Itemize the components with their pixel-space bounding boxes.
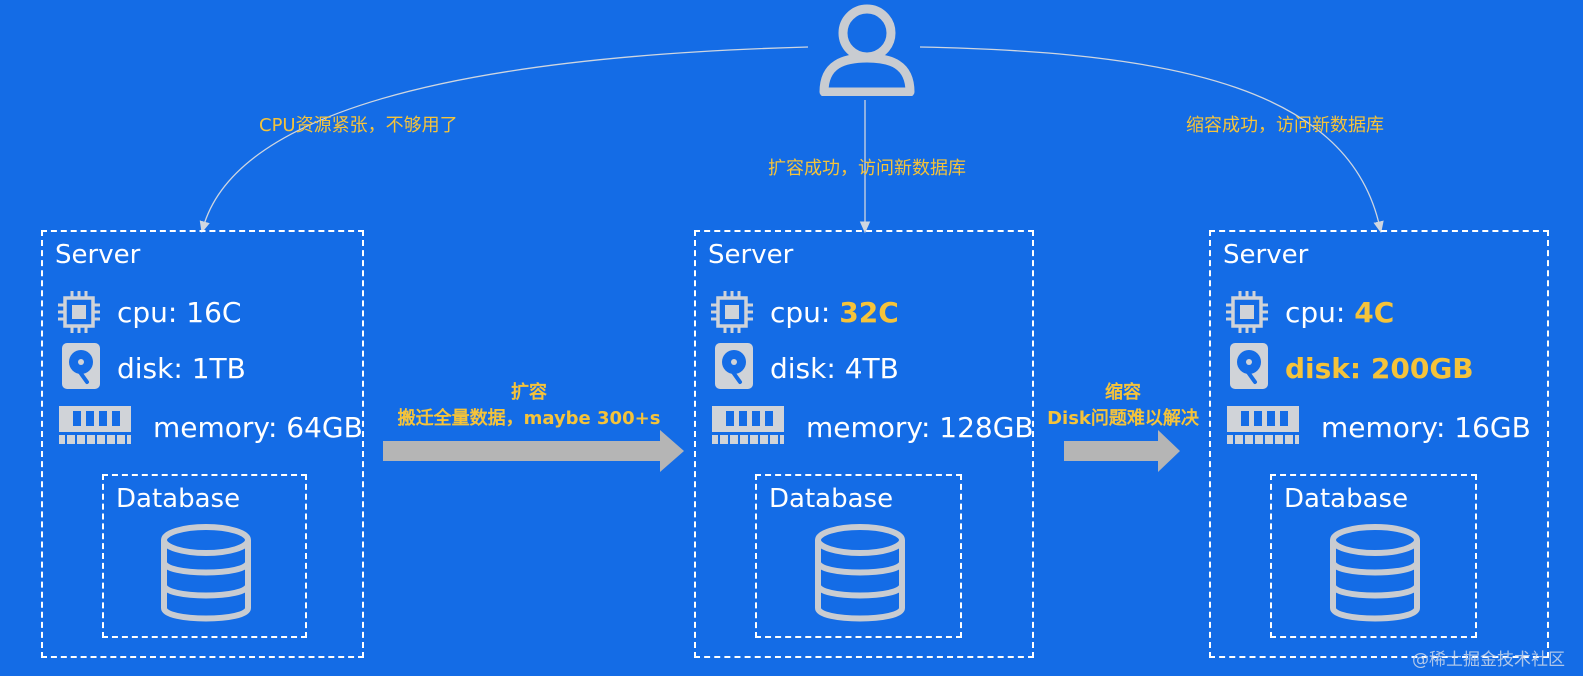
scale-down-success-note: 缩容成功，访问新数据库	[1186, 115, 1384, 136]
server-title: Server	[55, 240, 141, 270]
cpu-spec: cpu: 4C	[1285, 296, 1395, 329]
cpu-chip-icon	[711, 291, 753, 333]
memory-module-icon	[59, 406, 131, 444]
server-scaled-down: Server cpu: 4C disk: 200GB memory: 16GB …	[1209, 230, 1549, 658]
scale-down-title: 缩容	[1105, 382, 1141, 403]
database-title: Database	[1284, 484, 1409, 514]
hard-disk-icon	[1230, 343, 1268, 389]
curve-to-left-server	[199, 46, 809, 234]
cpu-chip-icon	[1226, 291, 1268, 333]
disk-spec: disk: 1TB	[117, 352, 246, 385]
server-title: Server	[708, 240, 794, 270]
scale-up-success-note: 扩容成功，访问新数据库	[768, 158, 966, 179]
memory-spec: memory: 64GB	[153, 411, 363, 444]
disk-spec: disk: 4TB	[770, 352, 899, 385]
memory-module-icon	[1227, 406, 1299, 444]
scale-up-arrow	[383, 430, 684, 472]
server-original: Server cpu: 16C disk: 1TB memory: 64GB D…	[41, 230, 364, 658]
scale-down-arrow	[1064, 430, 1180, 472]
scale-down-label: 缩容 Disk问题难以解决	[1040, 380, 1206, 432]
cpu-spec: cpu: 32C	[770, 296, 899, 329]
database-box: Database	[102, 474, 307, 638]
database-title: Database	[116, 484, 241, 514]
cpu-value-highlight: 32C	[839, 296, 899, 329]
cpu-chip-icon	[58, 291, 100, 333]
scale-up-detail: 搬迁全量数据，maybe 300+s	[397, 408, 661, 429]
scale-up-title: 扩容	[511, 382, 547, 403]
hard-disk-icon	[62, 343, 100, 389]
database-icon	[815, 524, 905, 622]
database-box: Database	[1270, 474, 1477, 638]
database-box: Database	[755, 474, 962, 638]
memory-spec: memory: 128GB	[806, 411, 1034, 444]
database-title: Database	[769, 484, 894, 514]
memory-module-icon	[712, 406, 784, 444]
watermark: @稀土掘金技术社区	[1412, 650, 1565, 670]
cpu-value-highlight: 4C	[1354, 296, 1395, 329]
cpu-spec: cpu: 16C	[117, 296, 242, 329]
disk-spec-highlight: disk: 200GB	[1285, 352, 1474, 385]
server-title: Server	[1223, 240, 1309, 270]
server-scaled-up: Server cpu: 32C disk: 4TB memory: 128GB …	[694, 230, 1034, 658]
cpu-shortage-note: CPU资源紧张，不够用了	[259, 115, 458, 136]
database-icon	[161, 524, 251, 622]
hard-disk-icon	[715, 343, 753, 389]
scale-down-detail: Disk问题难以解决	[1047, 408, 1199, 429]
memory-spec: memory: 16GB	[1321, 411, 1531, 444]
database-icon	[1330, 524, 1420, 622]
scale-up-label: 扩容 搬迁全量数据，maybe 300+s	[388, 380, 670, 432]
user-icon	[819, 4, 915, 96]
curve-to-right-server	[919, 46, 1384, 234]
